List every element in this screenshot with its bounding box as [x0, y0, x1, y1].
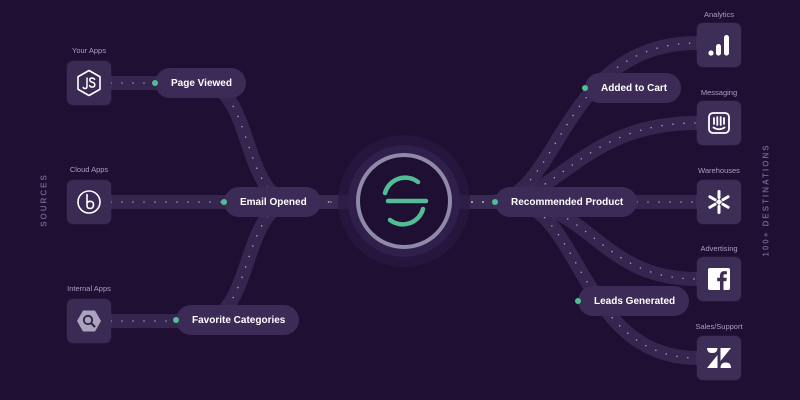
zendesk-icon — [707, 348, 731, 368]
event-label: Leads Generated — [594, 295, 676, 307]
intercom-icon — [708, 112, 730, 134]
snowflake-icon — [708, 190, 730, 214]
dest-tile-sales-support[interactable] — [697, 336, 741, 380]
dest-group-label-messaging: Messaging — [700, 88, 738, 97]
event-dot — [173, 317, 179, 323]
event-pill-page-viewed[interactable]: Page Viewed — [152, 68, 246, 98]
event-dot — [221, 199, 227, 205]
dest-group-label-sales-support: Sales/Support — [695, 322, 743, 331]
segment-logo-icon — [382, 175, 429, 227]
nodejs-icon — [77, 69, 101, 97]
bar-chart-icon — [708, 35, 729, 56]
dest-group-label-advertising: Advertising — [700, 244, 738, 253]
event-pill-favorite-categories[interactable]: Favorite Categories — [173, 305, 300, 335]
dest-tile-analytics[interactable] — [697, 23, 741, 67]
destinations-label: 100+ Destinations — [761, 143, 771, 257]
hexagon-search-icon — [77, 310, 101, 332]
event-label: Page Viewed — [171, 77, 232, 89]
source-tile-your-apps[interactable] — [67, 61, 111, 105]
dest-tile-warehouses[interactable] — [697, 180, 741, 224]
event-pill-leads-generated[interactable]: Leads Generated — [575, 286, 690, 316]
dest-group-label-analytics: Analytics — [703, 10, 735, 19]
hub[interactable] — [336, 133, 472, 269]
event-dot — [582, 85, 588, 91]
event-pill-email-opened[interactable]: Email Opened — [221, 187, 321, 217]
dest-tile-messaging[interactable] — [697, 101, 741, 145]
event-label: Favorite Categories — [192, 314, 286, 326]
source-group-label-internal-apps: Internal Apps — [67, 284, 111, 293]
sources-label: Sources — [39, 173, 49, 227]
b-logo-icon — [77, 190, 101, 214]
event-label: Email Opened — [240, 196, 307, 208]
event-pill-added-to-cart[interactable]: Added to Cart — [582, 73, 682, 103]
event-dot — [152, 80, 158, 86]
dest-group-label-warehouses: Warehouses — [698, 166, 740, 175]
source-tile-internal-apps[interactable] — [67, 299, 111, 343]
source-tile-cloud-apps[interactable] — [67, 180, 111, 224]
event-dot — [492, 199, 498, 205]
facebook-icon — [708, 268, 730, 290]
event-label: Recommended Product — [511, 196, 624, 208]
event-pill-recommended-product[interactable]: Recommended Product — [492, 187, 638, 217]
event-dot — [575, 298, 581, 304]
event-label: Added to Cart — [601, 82, 668, 94]
dots-analytics — [471, 42, 698, 203]
dest-tile-advertising[interactable] — [697, 257, 741, 301]
source-group-label-your-apps: Your Apps — [72, 46, 106, 55]
source-group-label-cloud-apps: Cloud Apps — [69, 165, 109, 174]
